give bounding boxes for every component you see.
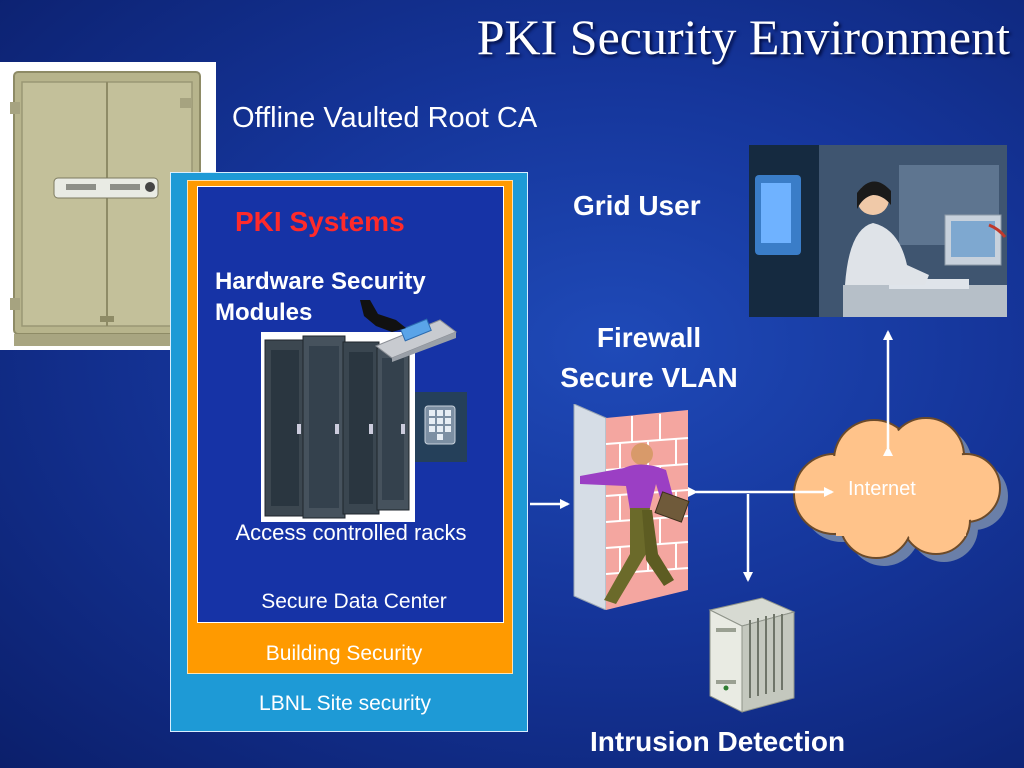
internet-cloud-icon: [786, 416, 1012, 574]
grid-user-label: Grid User: [573, 190, 701, 221]
building-security-label: Building Security: [265, 642, 423, 665]
server-rack-icon: [261, 332, 415, 522]
vault-label: Offline Vaulted Root CA: [232, 102, 538, 134]
firewall-label-line2: Secure VLAN: [560, 362, 738, 393]
keypad-icon: [415, 392, 467, 462]
slide-title: PKI Security Environment: [476, 9, 1010, 65]
data-center-label: Secure Data Center: [261, 590, 447, 613]
hsm-label: Hardware Security Modules: [215, 268, 426, 326]
site-security-label: LBNL Site security: [259, 692, 431, 715]
ids-label: Intrusion Detection: [590, 726, 846, 757]
ids-server-icon: [706, 588, 798, 716]
firewall-wall-icon: [570, 403, 692, 611]
racks-label: Access controlled racks: [235, 520, 467, 545]
pki-systems-label: PKI Systems: [235, 206, 405, 237]
firewall-label: Firewall Secure VLAN: [538, 318, 760, 398]
hsm-card-icon: [356, 298, 460, 362]
internet-label: Internet: [848, 478, 916, 500]
firewall-label-line1: Firewall: [596, 322, 702, 353]
user-photo-icon: [749, 145, 1007, 317]
